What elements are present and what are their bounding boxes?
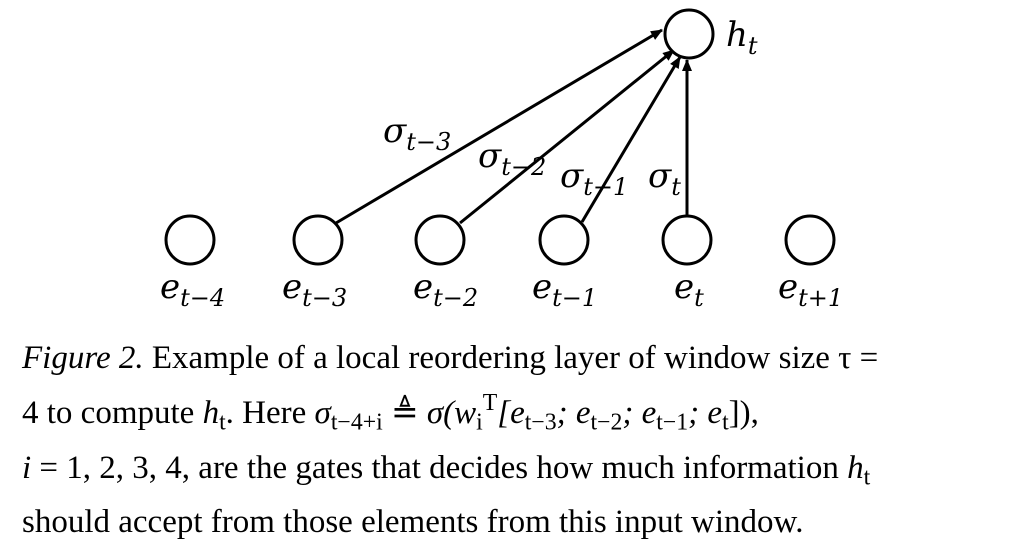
edge-e-t-3-to-h	[335, 28, 663, 225]
caption-math-e3-sub: t−1	[656, 409, 689, 436]
caption-line-4: should accept from those elements from t…	[22, 504, 804, 541]
input-node-e-t	[661, 214, 713, 266]
caption-math-e3: ; e	[622, 395, 657, 432]
reordering-layer-diagram: ht σt−3 σt−2 σt−1 σt et−4 et−3 et−2 et−1…	[160, 8, 843, 312]
caption-math-w-sub: i	[476, 409, 483, 436]
input-label-e-t-1: et−1	[532, 267, 597, 312]
caption-math-e4: ; e	[688, 395, 723, 432]
caption-math-i: i	[22, 449, 32, 486]
input-label-e-t-3: et−3	[282, 267, 347, 312]
caption-math-e2-sub: t−2	[590, 409, 623, 436]
caption-math-h-sub: t	[219, 409, 226, 436]
input-label-e-t-4: et−4	[160, 267, 225, 312]
input-node-e-t-4	[164, 214, 216, 266]
gate-label-sigma-t-1: σt−1	[560, 156, 628, 201]
caption-math-h-2-sub: t	[863, 464, 871, 491]
caption-math-e4-sub: t	[722, 409, 729, 436]
figure-caption: Figure 2. Example of a local reordering …	[22, 336, 1002, 545]
caption-math-h-2: h	[847, 449, 864, 486]
caption-math-sigma-sub: t−4+i	[330, 409, 383, 436]
input-label-e-t-2: et−2	[413, 267, 478, 312]
caption-math-e2: ; e	[556, 395, 591, 432]
input-label-e-t+1: et+1	[778, 267, 843, 312]
caption-math-e1-sub: t−3	[524, 409, 557, 436]
caption-text-2a: 4 to compute	[22, 395, 203, 432]
caption-text-2b: . Here	[225, 395, 315, 432]
input-node-e-t-2	[414, 214, 466, 266]
caption-line-1: Figure 2. Example of a local reordering …	[22, 336, 1002, 381]
caption-line-2: 4 to compute ht. Here σt−4+i ≜ σ(wiT[et−…	[22, 381, 1002, 446]
gate-label-sigma-t-3: σt−3	[383, 111, 451, 156]
edge-e-t-2-to-h	[459, 48, 675, 225]
caption-math-i-values: = 1, 2, 3, 4,	[31, 449, 191, 486]
caption-math-end: ]),	[728, 395, 759, 432]
caption-line-3: i = 1, 2, 3, 4, are the gates that decid…	[22, 446, 1002, 501]
caption-math-h: h	[202, 395, 220, 432]
input-node-e-t-3	[292, 214, 344, 266]
caption-math-w-sup: T	[482, 390, 498, 416]
output-node-h-t	[663, 8, 715, 60]
input-node-e-t+1	[784, 214, 836, 266]
caption-math-defeq: ≜	[382, 395, 427, 432]
output-node-label: ht	[726, 15, 758, 60]
gate-label-sigma-t: σt	[648, 156, 681, 201]
caption-math-e1: [e	[497, 395, 525, 432]
caption-math-sigma-w: σ(w	[426, 395, 477, 432]
gate-label-sigma-t-2: σt−2	[478, 136, 546, 181]
caption-text-3: are the gates that decides how much info…	[190, 449, 848, 486]
edge-e-t-1-to-h	[580, 56, 682, 223]
figure-label: Figure 2.	[22, 340, 144, 376]
input-node-e-t-1	[538, 214, 590, 266]
caption-text-1: Example of a local reordering layer of w…	[143, 340, 879, 376]
caption-math-sigma: σ	[314, 395, 331, 432]
input-label-e-t: et	[674, 267, 704, 312]
